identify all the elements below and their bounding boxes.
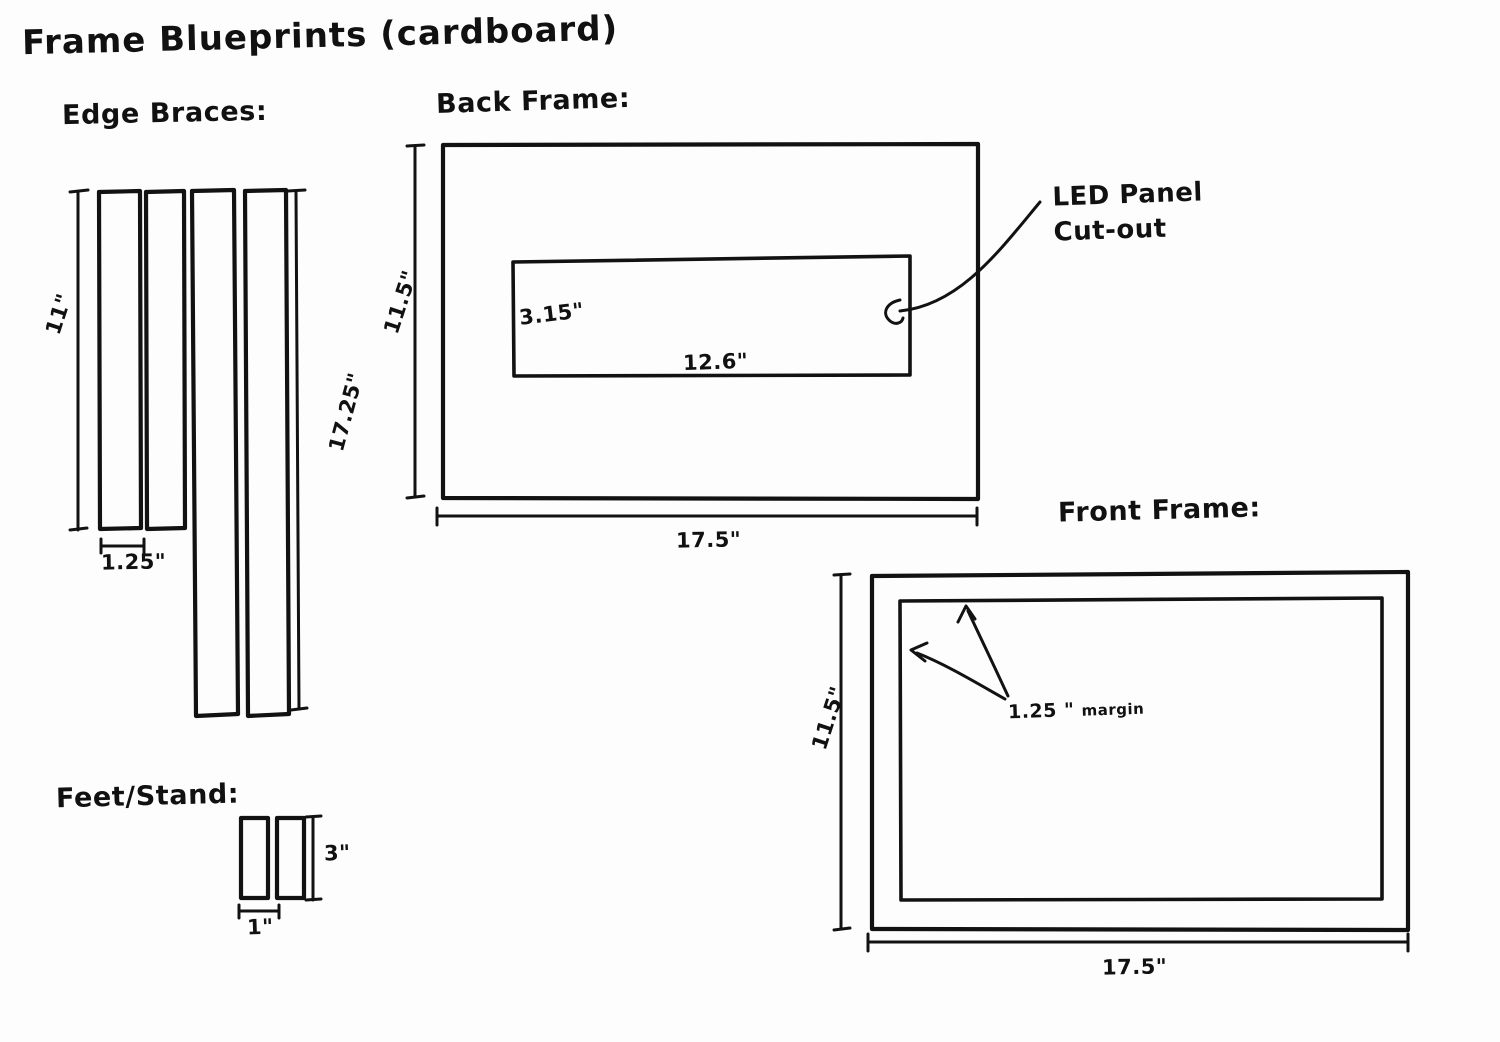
back-frame-outline	[440, 141, 981, 502]
front-frame-width-dimension-line	[866, 932, 1410, 953]
front-frame-margin-arrowhead-left	[909, 641, 929, 663]
led-cutout-outline	[511, 254, 912, 378]
feet-width-dimension-line	[237, 903, 281, 920]
edge-brace-long-2	[242, 187, 292, 719]
edge-brace-width-label: 1.25"	[100, 549, 167, 575]
back-frame-width-dimension-line	[435, 506, 979, 527]
section-heading-edge-braces: Edge Braces:	[61, 95, 268, 132]
feet-height-dimension-line	[304, 814, 323, 902]
foot-piece-2	[274, 815, 307, 901]
front-frame-margin-value: 1.25 "	[1007, 699, 1075, 724]
section-heading-feet-stand: Feet/Stand:	[55, 778, 240, 815]
front-frame-margin-leader-left	[915, 651, 1007, 701]
led-cutout-annotation-line-2: Cut-out	[1053, 213, 1168, 248]
back-frame-width-label: 17.5"	[675, 527, 742, 553]
section-heading-front-frame: Front Frame:	[1057, 492, 1262, 529]
led-cutout-leader-line	[898, 200, 1042, 313]
front-frame-width-label: 17.5"	[1101, 954, 1168, 980]
led-cutout-annotation-line-1: LED Panel	[1051, 177, 1204, 213]
front-frame-margin-arrowhead-top	[956, 604, 977, 624]
front-frame-inner-outline	[898, 596, 1384, 902]
edge-braces-11in-dimension-line	[68, 188, 90, 532]
led-cutout-arrowhead	[884, 298, 905, 325]
foot-piece-1	[238, 815, 271, 901]
back-frame-height-dimension-line	[405, 143, 426, 500]
front-frame-margin-leader-top	[966, 609, 1010, 698]
feet-height-label: 3"	[323, 840, 351, 866]
led-cutout-annotation: LED Panel Cut-out	[1052, 175, 1205, 250]
front-frame-outer-outline	[869, 569, 1411, 933]
edge-brace-short-1	[96, 188, 144, 532]
front-frame-margin-word: margin	[1081, 699, 1145, 720]
front-frame-height-dimension-line	[832, 572, 852, 932]
led-cutout-width-label: 12.6"	[682, 348, 749, 376]
feet-width-label: 1"	[246, 914, 274, 940]
edge-brace-short-2	[143, 188, 188, 532]
edge-brace-long-1	[189, 187, 241, 719]
edge-braces-17-25in-dimension-line	[286, 188, 309, 712]
edge-brace-width-dimension-line	[99, 537, 146, 555]
section-heading-back-frame: Back Frame:	[435, 82, 631, 121]
